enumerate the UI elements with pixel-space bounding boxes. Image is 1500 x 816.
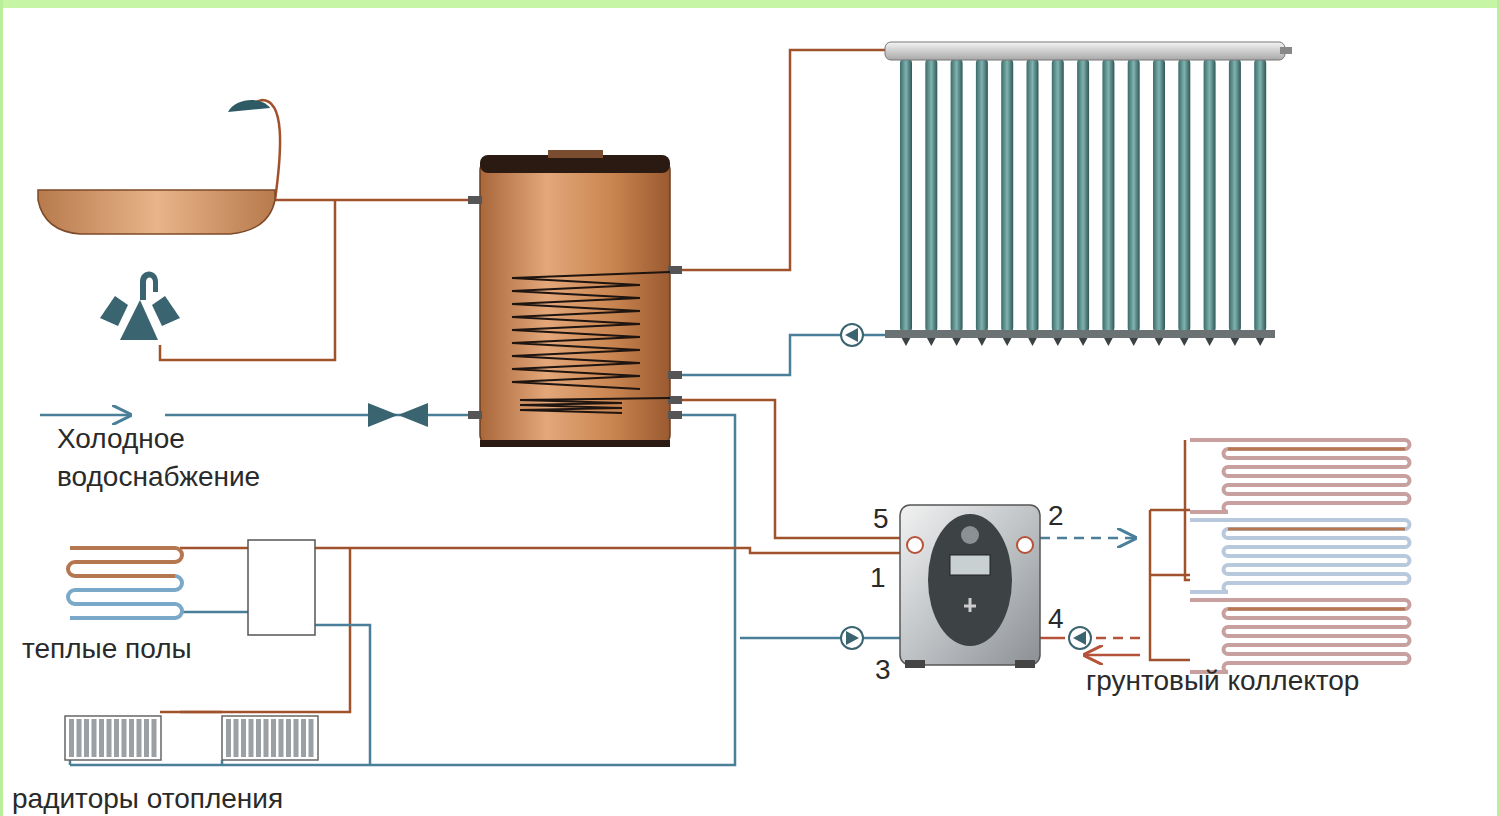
heat-pump-coil bbox=[520, 398, 670, 413]
vacuum-tube bbox=[1254, 58, 1266, 333]
vacuum-tube bbox=[976, 58, 988, 333]
ground-loop bbox=[1228, 608, 1405, 611]
vacuum-tube bbox=[1102, 58, 1114, 333]
vacuum-tube bbox=[1052, 58, 1064, 333]
ground-loop bbox=[1190, 600, 1410, 672]
floor-heating-label: теплые полы bbox=[22, 630, 322, 668]
supply-label: Холодное водоснабжение bbox=[57, 420, 367, 496]
radiator-fin bbox=[107, 719, 112, 757]
vacuum-tube bbox=[1178, 58, 1190, 333]
vacuum-tube bbox=[1128, 58, 1140, 333]
radiator-fin bbox=[152, 719, 157, 757]
ground-loop bbox=[1190, 520, 1410, 592]
callout-number: 2 bbox=[1048, 497, 1078, 535]
vacuum-tube bbox=[900, 58, 912, 333]
radiator-fin bbox=[122, 719, 127, 757]
radiator-fin bbox=[226, 719, 231, 757]
radiator-fin bbox=[264, 719, 269, 757]
callout-number: 1 bbox=[870, 559, 900, 597]
radiator-fin bbox=[92, 719, 97, 757]
ground-loop bbox=[1228, 448, 1405, 451]
radiator-fin bbox=[114, 719, 119, 757]
radiator-fin bbox=[301, 719, 306, 757]
radiator bbox=[65, 716, 161, 760]
radiator-fin bbox=[77, 719, 82, 757]
vacuum-tube bbox=[1077, 58, 1089, 333]
radiator-fin bbox=[271, 719, 276, 757]
callout-number: 3 bbox=[875, 651, 905, 689]
radiator-fin bbox=[234, 719, 239, 757]
radiator-fin bbox=[286, 719, 291, 757]
ground-loop bbox=[1190, 440, 1410, 512]
radiators-label: радиторы отопления bbox=[12, 780, 432, 816]
vacuum-tube bbox=[1204, 58, 1216, 333]
vacuum-tube bbox=[1027, 58, 1039, 333]
vacuum-tube bbox=[1229, 58, 1241, 333]
radiator-fin bbox=[69, 719, 74, 757]
radiator-fin bbox=[137, 719, 142, 757]
callout-number: 5 bbox=[873, 500, 903, 538]
radiator bbox=[222, 716, 318, 760]
radiator-fin bbox=[294, 719, 299, 757]
vacuum-tube bbox=[951, 58, 963, 333]
floor-loop bbox=[68, 548, 182, 576]
radiator-fin bbox=[84, 719, 89, 757]
ground-loop bbox=[1228, 528, 1405, 531]
radiator-fin bbox=[279, 719, 284, 757]
vacuum-tube bbox=[925, 58, 937, 333]
vacuum-tube bbox=[1001, 58, 1013, 333]
floor-loop bbox=[68, 576, 182, 618]
ground-collector-label: грунтовый коллектор bbox=[1086, 662, 1496, 700]
solar-coil bbox=[512, 272, 670, 389]
radiator-fin bbox=[249, 719, 254, 757]
radiator-fin bbox=[99, 719, 104, 757]
radiator-fin bbox=[241, 719, 246, 757]
radiator-fin bbox=[144, 719, 149, 757]
radiator-fin bbox=[129, 719, 134, 757]
radiator-fin bbox=[256, 719, 261, 757]
callout-number: 4 bbox=[1048, 600, 1078, 638]
radiator-fin bbox=[309, 719, 314, 757]
vacuum-tube bbox=[1153, 58, 1165, 333]
